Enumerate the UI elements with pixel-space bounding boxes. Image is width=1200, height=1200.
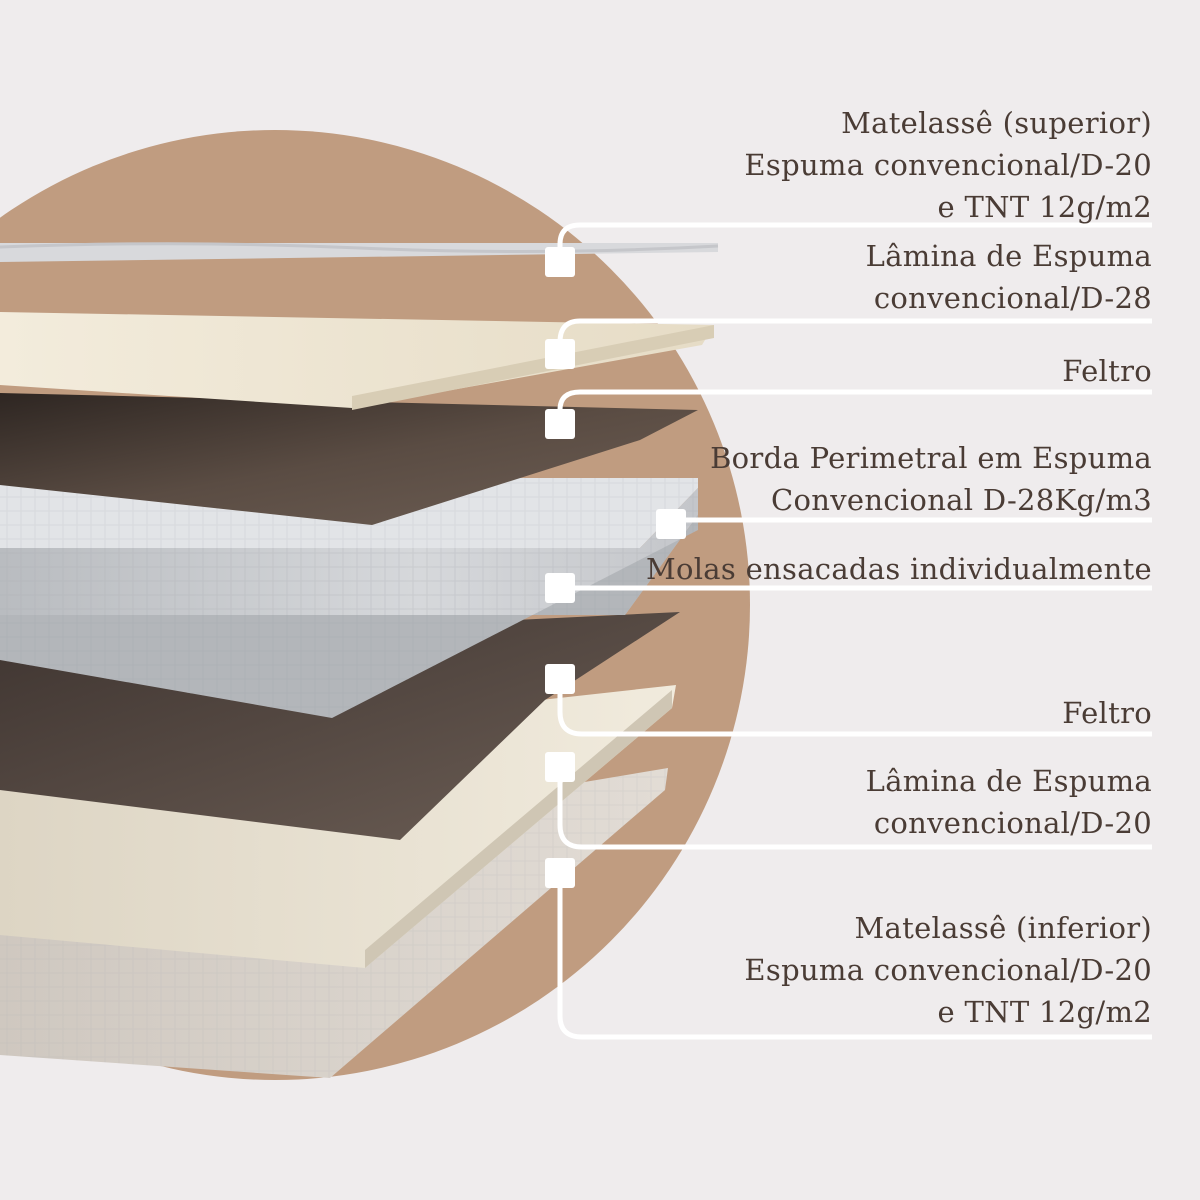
marker-matelasse-inferior	[545, 858, 575, 888]
label-feltro-bottom: Feltro	[1062, 692, 1152, 734]
label-borda-perimetral: Borda Perimetral em Espuma Convencional …	[710, 437, 1152, 521]
label-line: Espuma convencional/D-20	[744, 148, 1152, 182]
label-line: convencional/D-20	[873, 806, 1152, 840]
label-feltro-top: Feltro	[1062, 350, 1152, 392]
label-line: e TNT 12g/m2	[937, 995, 1152, 1029]
label-line: e TNT 12g/m2	[937, 190, 1152, 224]
label-molas: Molas ensacadas individualmente	[646, 548, 1152, 590]
label-line: Espuma convencional/D-20	[744, 953, 1152, 987]
connector-markers	[545, 247, 686, 888]
label-matelasse-inferior: Matelassê (inferior) Espuma convencional…	[744, 907, 1152, 1033]
layer-molas	[0, 478, 698, 718]
label-line: convencional/D-28	[873, 281, 1152, 315]
label-line: Borda Perimetral em Espuma	[710, 441, 1152, 475]
marker-borda-perimetral	[656, 509, 686, 539]
label-lamina-d28: Lâmina de Espuma convencional/D-28	[866, 235, 1152, 319]
label-line: Lâmina de Espuma	[865, 764, 1152, 798]
label-matelasse-superior: Matelassê (superior) Espuma convencional…	[744, 102, 1152, 228]
label-line: Matelassê (inferior)	[854, 911, 1152, 945]
marker-lamina-d20	[545, 752, 575, 782]
connector-feltro-bottom	[557, 680, 1152, 737]
marker-molas	[545, 573, 575, 603]
label-line: Matelassê (superior)	[841, 106, 1152, 140]
connector-lamina-d20	[557, 768, 1152, 850]
connector-matelasse-inferior	[557, 874, 1152, 1040]
marker-feltro-top	[545, 409, 575, 439]
label-line: Molas ensacadas individualmente	[645, 552, 1152, 586]
connector-matelasse-superior	[557, 222, 1152, 262]
layer-lamina-d28	[0, 312, 714, 410]
layer-feltro-top	[0, 393, 698, 525]
layer-matelasse-superior	[0, 242, 719, 262]
marker-matelasse-superior	[545, 247, 575, 277]
label-line: Convencional D-28Kg/m3	[770, 483, 1152, 517]
marker-feltro-bottom	[545, 664, 575, 694]
label-line: Feltro	[1062, 696, 1152, 730]
connector-lines	[557, 222, 1152, 1040]
label-line: Lâmina de Espuma	[865, 239, 1152, 273]
label-lamina-d20: Lâmina de Espuma convencional/D-20	[866, 760, 1152, 844]
label-line: Feltro	[1062, 354, 1152, 388]
marker-lamina-d28	[545, 339, 575, 369]
